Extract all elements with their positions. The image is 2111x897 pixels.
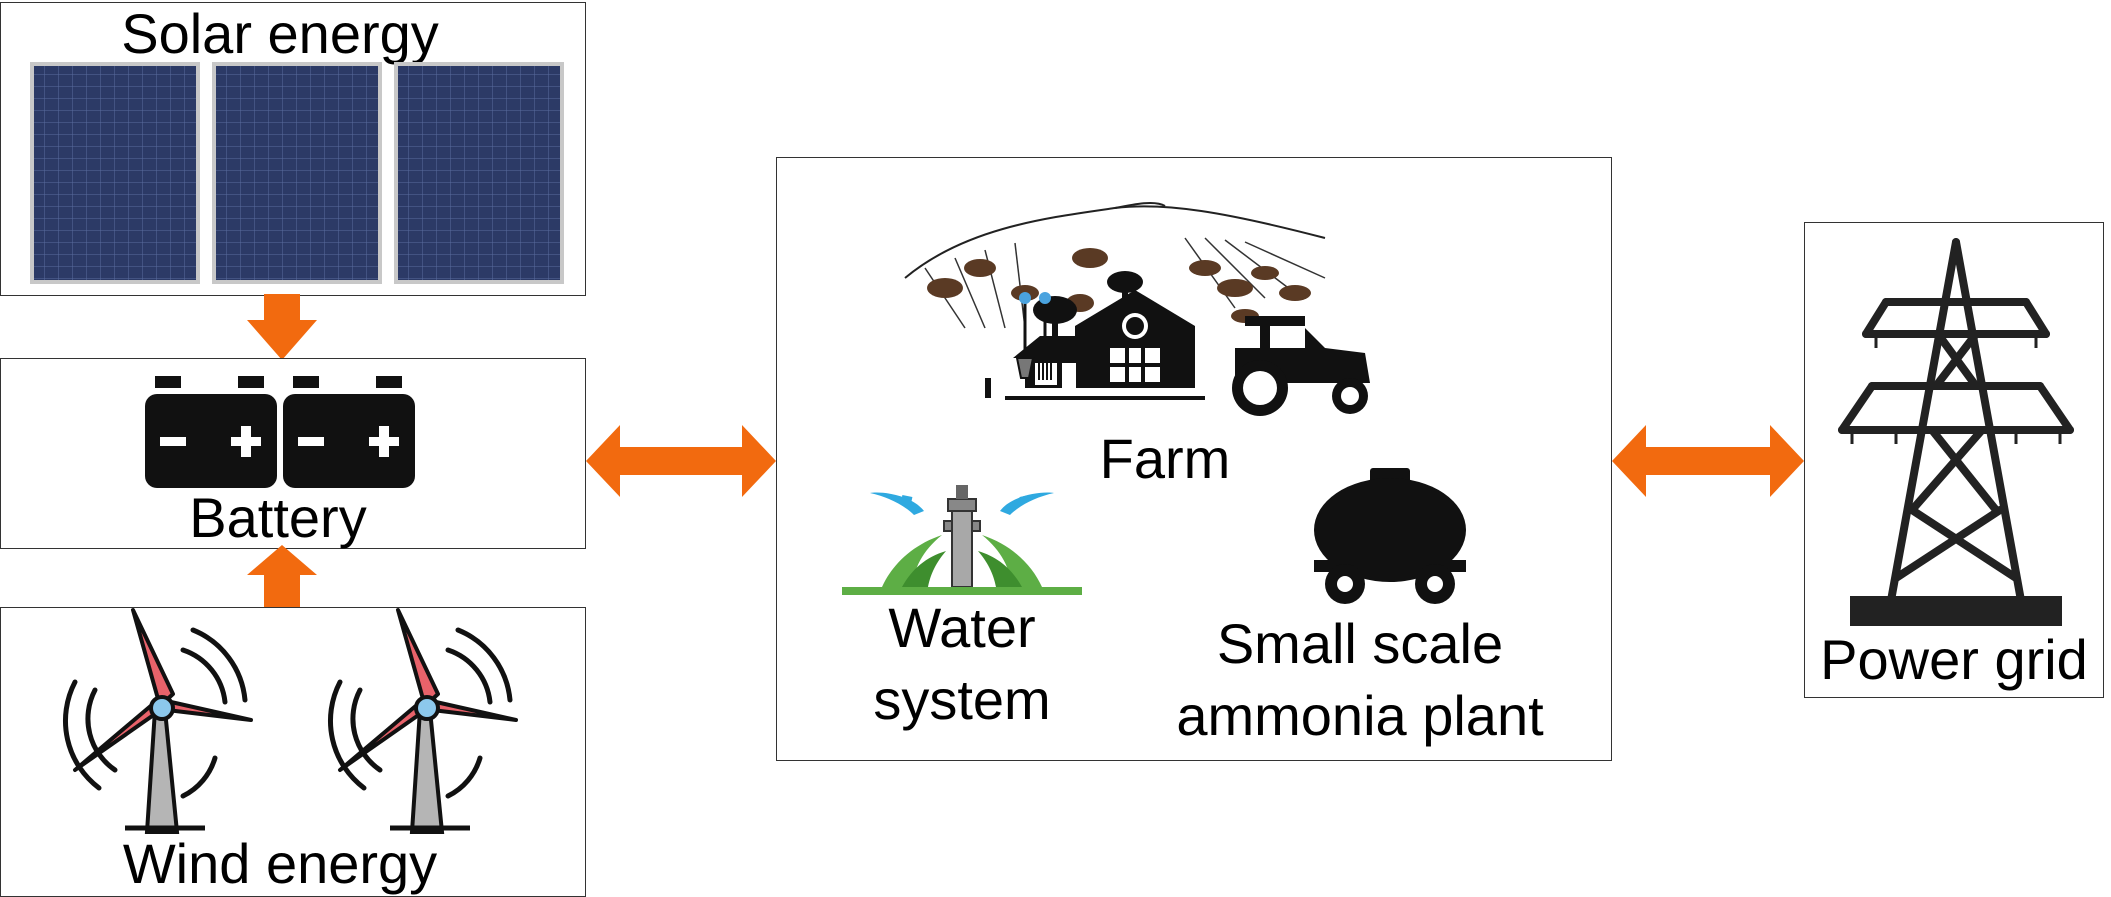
wind-turbine-icon [63, 608, 253, 834]
wind-energy-label: Wind energy [122, 832, 438, 895]
farm-grid-double-arrow [1612, 425, 1804, 497]
farm-icon [904, 201, 1370, 416]
battery-icon [145, 376, 415, 488]
wind-turbine-icon [328, 608, 518, 834]
power-pylon-icon [1838, 238, 2074, 626]
farm-label: Farm [1099, 427, 1231, 490]
sprinkler-icon [842, 485, 1082, 595]
solar-to-battery-arrow [247, 294, 317, 360]
water-system-label-line2: system [873, 668, 1051, 731]
ammonia-plant-label-line2: ammonia plant [1176, 684, 1544, 747]
water-system-label-line1: Water [888, 596, 1036, 659]
solar-energy-label: Solar energy [121, 2, 439, 65]
battery-farm-double-arrow [586, 425, 776, 497]
solar-panels-icon [30, 62, 564, 284]
ammonia-plant-label-line1: Small scale [1216, 612, 1504, 675]
battery-label: Battery [189, 486, 367, 549]
ammonia-tank-icon [1314, 468, 1466, 604]
farm-system-box [776, 157, 1612, 761]
power-grid-label: Power grid [1820, 628, 2088, 691]
wind-to-battery-arrow [247, 545, 317, 611]
